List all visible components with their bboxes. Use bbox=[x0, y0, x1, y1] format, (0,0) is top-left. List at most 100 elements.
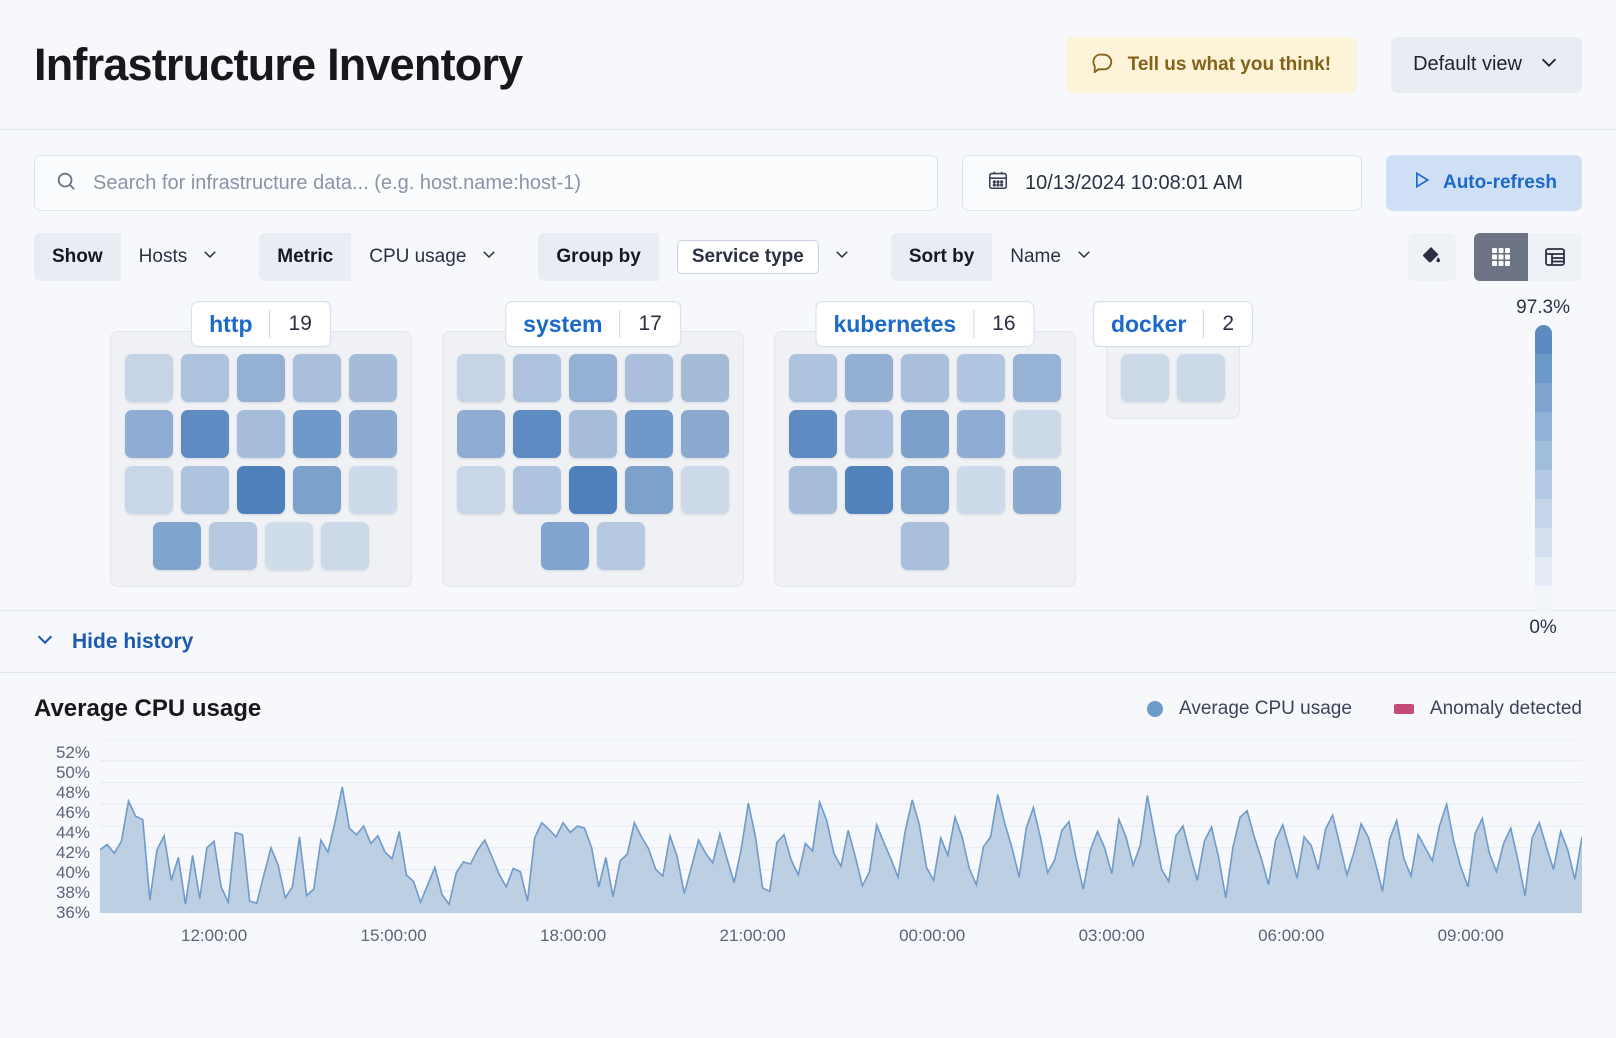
filter-sort-by-value-wrap[interactable]: Name bbox=[992, 233, 1111, 281]
history-toggle-bar: Hide history bbox=[0, 611, 1616, 673]
host-node[interactable] bbox=[789, 354, 837, 402]
host-node[interactable] bbox=[957, 466, 1005, 514]
host-node[interactable] bbox=[181, 354, 229, 402]
table-view-icon[interactable] bbox=[1528, 233, 1582, 281]
host-node[interactable] bbox=[513, 466, 561, 514]
host-node[interactable] bbox=[789, 410, 837, 458]
host-node[interactable] bbox=[513, 410, 561, 458]
chart-plot-area[interactable] bbox=[100, 739, 1582, 918]
filter-metric-label: Metric bbox=[259, 233, 352, 281]
filter-metric-value-wrap[interactable]: CPU usage bbox=[351, 233, 516, 281]
host-node[interactable] bbox=[237, 354, 285, 402]
host-node[interactable] bbox=[349, 466, 397, 514]
toolbar: 10/13/2024 10:08:01 AM Auto-refresh Show… bbox=[0, 130, 1616, 281]
legend-gradient-bar bbox=[1534, 325, 1552, 615]
paint-bucket-icon[interactable] bbox=[1408, 233, 1456, 281]
host-node[interactable] bbox=[181, 410, 229, 458]
auto-refresh-button[interactable]: Auto-refresh bbox=[1386, 155, 1582, 211]
host-node[interactable] bbox=[625, 354, 673, 402]
host-node[interactable] bbox=[457, 466, 505, 514]
host-node[interactable] bbox=[681, 354, 729, 402]
host-node[interactable] bbox=[625, 410, 673, 458]
legend-item-average-cpu-usage[interactable]: Average CPU usage bbox=[1147, 698, 1352, 720]
host-node[interactable] bbox=[237, 466, 285, 514]
host-node[interactable] bbox=[125, 354, 173, 402]
host-node[interactable] bbox=[901, 410, 949, 458]
host-node[interactable] bbox=[1121, 354, 1169, 402]
search-input[interactable] bbox=[93, 171, 917, 195]
host-node[interactable] bbox=[1177, 354, 1225, 402]
search-box[interactable] bbox=[34, 155, 938, 211]
host-node[interactable] bbox=[845, 466, 893, 514]
host-node[interactable] bbox=[349, 410, 397, 458]
legend-marker-circle-icon bbox=[1147, 701, 1164, 717]
host-node[interactable] bbox=[901, 354, 949, 402]
host-node[interactable] bbox=[265, 522, 313, 570]
filter-show-value-wrap[interactable]: Hosts bbox=[121, 233, 238, 281]
legend-item-anomaly-detected[interactable]: Anomaly detected bbox=[1393, 698, 1582, 720]
view-controls bbox=[1408, 233, 1582, 281]
feedback-button[interactable]: Tell us what you think! bbox=[1065, 36, 1358, 93]
host-node[interactable] bbox=[237, 410, 285, 458]
host-node[interactable] bbox=[1013, 466, 1061, 514]
host-node[interactable] bbox=[569, 410, 617, 458]
host-node[interactable] bbox=[541, 522, 589, 570]
host-node[interactable] bbox=[293, 354, 341, 402]
grid-view-icon[interactable] bbox=[1474, 233, 1528, 281]
filter-sort-by[interactable]: Sort by Name bbox=[890, 233, 1111, 281]
host-node[interactable] bbox=[957, 354, 1005, 402]
group-body-http bbox=[110, 331, 412, 587]
host-node[interactable] bbox=[293, 410, 341, 458]
filter-group-by-value-wrap[interactable]: Service type bbox=[659, 233, 869, 281]
host-node[interactable] bbox=[457, 354, 505, 402]
chart-svg bbox=[100, 739, 1582, 913]
host-node[interactable] bbox=[597, 522, 645, 570]
host-node[interactable] bbox=[569, 466, 617, 514]
host-node[interactable] bbox=[901, 522, 949, 570]
hide-history-label: Hide history bbox=[72, 629, 194, 653]
host-node[interactable] bbox=[845, 354, 893, 402]
host-node[interactable] bbox=[125, 410, 173, 458]
host-node[interactable] bbox=[181, 466, 229, 514]
hide-history-button[interactable]: Hide history bbox=[34, 628, 193, 656]
host-node[interactable] bbox=[569, 354, 617, 402]
node-row bbox=[153, 522, 369, 570]
date-picker[interactable]: 10/13/2024 10:08:01 AM bbox=[962, 155, 1362, 211]
group-badge-divider bbox=[973, 310, 975, 338]
filter-group-by[interactable]: Group by Service type bbox=[538, 233, 868, 281]
default-view-button[interactable]: Default view bbox=[1391, 36, 1582, 93]
host-node[interactable] bbox=[349, 354, 397, 402]
host-node[interactable] bbox=[293, 466, 341, 514]
node-row bbox=[125, 466, 397, 514]
host-node[interactable] bbox=[625, 466, 673, 514]
host-node[interactable] bbox=[681, 466, 729, 514]
host-node[interactable] bbox=[901, 466, 949, 514]
feedback-label: Tell us what you think! bbox=[1127, 53, 1332, 75]
host-node[interactable] bbox=[1013, 354, 1061, 402]
host-node[interactable] bbox=[845, 410, 893, 458]
node-row bbox=[541, 522, 645, 570]
host-node[interactable] bbox=[209, 522, 257, 570]
y-tick-label: 42% bbox=[55, 843, 90, 862]
host-node[interactable] bbox=[681, 410, 729, 458]
filter-show[interactable]: Show Hosts bbox=[34, 233, 237, 281]
host-node[interactable] bbox=[153, 522, 201, 570]
group-count-label: 17 bbox=[638, 312, 662, 335]
host-node[interactable] bbox=[321, 522, 369, 570]
host-node[interactable] bbox=[125, 466, 173, 514]
host-node[interactable] bbox=[513, 354, 561, 402]
host-node[interactable] bbox=[457, 410, 505, 458]
x-tick-label: 09:00:00 bbox=[1437, 926, 1504, 945]
host-node[interactable] bbox=[1013, 410, 1061, 458]
host-node[interactable] bbox=[957, 410, 1005, 458]
node-row bbox=[789, 354, 1061, 402]
play-icon bbox=[1411, 170, 1431, 196]
host-node[interactable] bbox=[789, 466, 837, 514]
filter-metric[interactable]: Metric CPU usage bbox=[259, 233, 516, 281]
